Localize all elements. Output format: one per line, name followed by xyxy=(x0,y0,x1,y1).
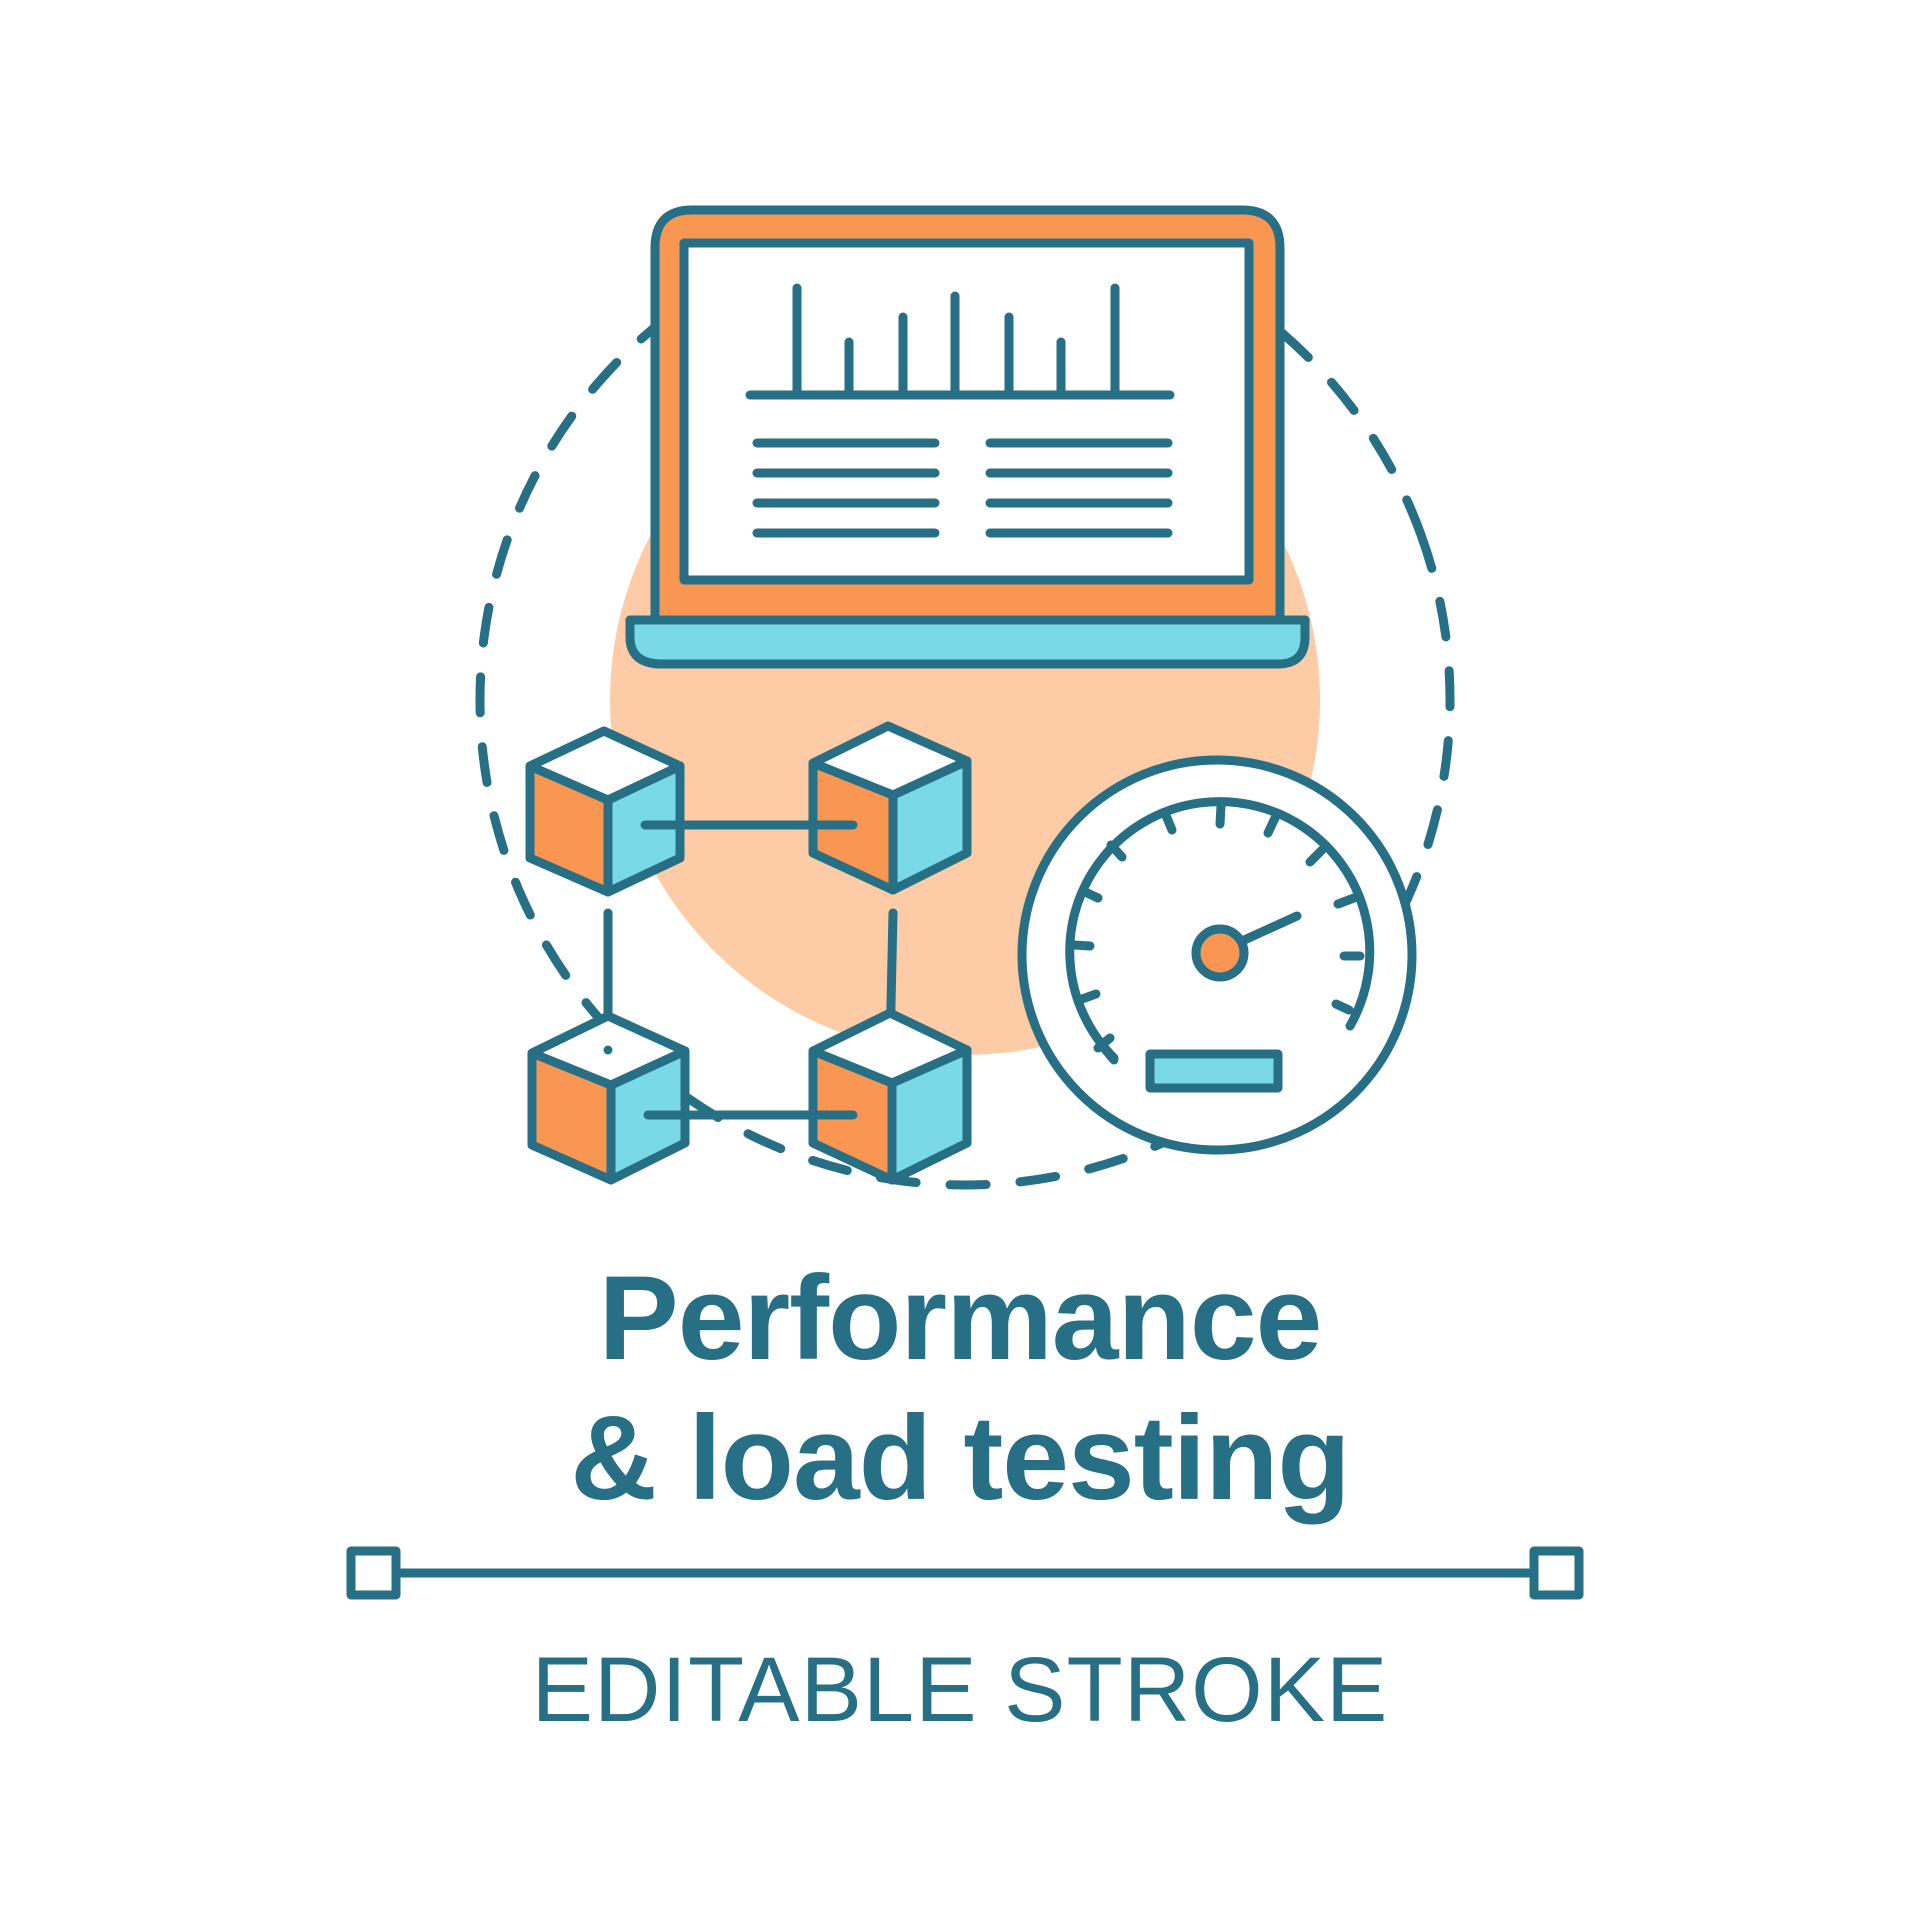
title-line-2: & load testing xyxy=(570,1391,1350,1525)
cube-bottom-left xyxy=(527,1011,690,1185)
gauge-needle xyxy=(1237,911,1302,946)
gauge-ticks xyxy=(1069,801,1365,1065)
cube-top-left xyxy=(525,726,685,897)
dashed-orbit xyxy=(475,210,1455,1190)
editable-stroke-divider xyxy=(346,1546,1584,1600)
bar-chart-icon xyxy=(745,283,1175,400)
gauge-pivot xyxy=(1191,924,1249,982)
cube-top-right xyxy=(808,721,972,895)
gauge-display xyxy=(1145,1049,1283,1093)
document-lines-icon xyxy=(752,438,1173,538)
cube-bottom-right xyxy=(808,1008,972,1185)
cube-network-icon xyxy=(525,721,972,1185)
speedometer-icon xyxy=(1017,755,1417,1155)
title-line-1: Performance xyxy=(598,1251,1323,1385)
subtitle: EDITABLE STROKE xyxy=(531,1639,1389,1741)
laptop-icon xyxy=(625,205,1310,669)
